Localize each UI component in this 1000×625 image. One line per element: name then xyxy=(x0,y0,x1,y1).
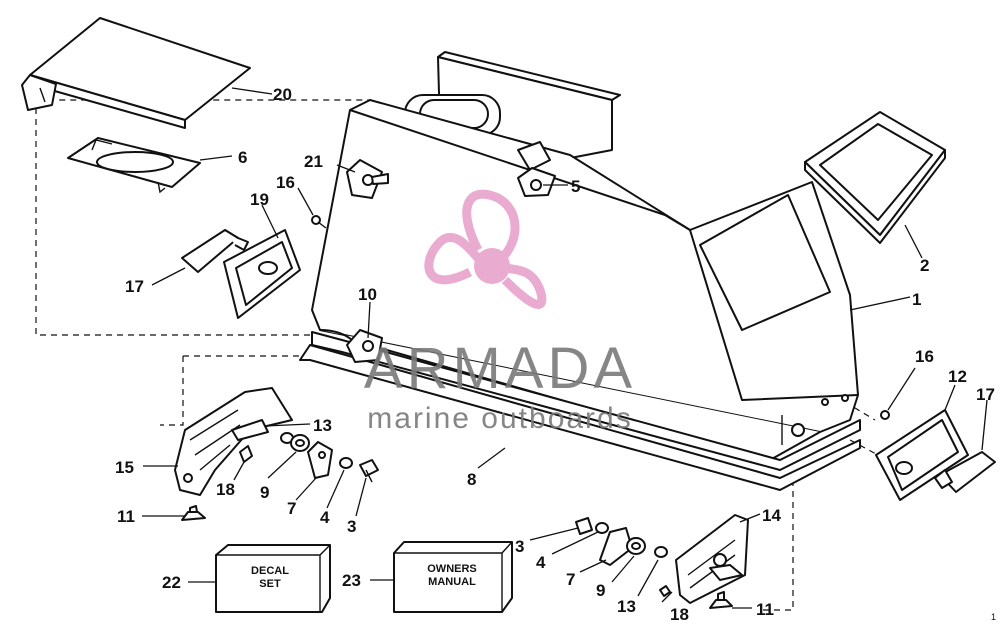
part-1-cowling xyxy=(299,51,861,491)
part-22-decal-set: DECAL SET xyxy=(215,544,331,613)
part-15-bracket xyxy=(174,387,293,496)
watermark-brand: ARMADA xyxy=(364,336,636,401)
callout-7-right: 7 xyxy=(566,570,575,589)
callout-21: 21 xyxy=(304,152,323,171)
callout-13-right: 13 xyxy=(617,597,636,616)
callout-5: 5 xyxy=(571,177,580,196)
callout-18-left: 18 xyxy=(216,480,235,499)
part-10-latch xyxy=(346,329,383,363)
part-17-plug-right xyxy=(934,451,996,493)
part-16-screw-left xyxy=(311,215,327,229)
callout-17-left: 17 xyxy=(125,277,144,296)
hardware-right xyxy=(575,517,733,609)
part-19-grommet-plate xyxy=(223,229,301,319)
callout-22: 22 xyxy=(162,573,181,592)
leader-lines xyxy=(142,87,988,609)
callout-10: 10 xyxy=(358,285,377,304)
callout-12: 12 xyxy=(948,367,967,386)
part-2-window-bezel xyxy=(804,111,946,244)
part-6-frame xyxy=(67,137,201,194)
callout-19: 19 xyxy=(250,190,269,209)
callout-2: 2 xyxy=(920,256,929,275)
part-17-plug-left xyxy=(181,229,249,273)
page-mark: 1 xyxy=(991,612,996,622)
callout-7-left: 7 xyxy=(287,499,296,518)
callout-17-right: 17 xyxy=(976,385,995,404)
callout-9-right: 9 xyxy=(596,581,605,600)
callout-4-left: 4 xyxy=(320,508,330,527)
decal-box-line2: SET xyxy=(259,578,281,590)
callout-13-left: 13 xyxy=(313,416,332,435)
callout-3-right: 3 xyxy=(515,537,524,556)
propeller-logo-icon xyxy=(424,189,547,309)
callout-16-right: 16 xyxy=(915,347,934,366)
callout-3-left: 3 xyxy=(347,517,356,536)
callout-18-right: 18 xyxy=(670,605,689,624)
part-12-grommet-plate xyxy=(875,409,969,501)
manual-box-line1: OWNERS xyxy=(427,563,477,575)
decal-box-line1: DECAL xyxy=(251,565,289,577)
watermark-tagline: marine outboards xyxy=(367,402,632,435)
callout-9-left: 9 xyxy=(260,483,269,502)
part-16-screw-right xyxy=(880,410,890,420)
callout-16-left: 16 xyxy=(276,173,295,192)
part-20-top-cover xyxy=(21,17,251,129)
callout-11-left: 11 xyxy=(117,507,135,526)
callout-labels: 20 6 21 16 19 17 5 2 1 10 16 12 17 13 15… xyxy=(115,85,996,624)
manual-box-line2: MANUAL xyxy=(428,576,476,588)
callout-15: 15 xyxy=(115,458,134,477)
part-14-bracket xyxy=(675,514,749,604)
callout-1: 1 xyxy=(912,290,921,309)
armada-watermark: ARMADA marine outboards xyxy=(364,189,636,435)
part-23-owners-manual: OWNERS MANUAL xyxy=(393,541,513,613)
callout-11-right: 11 xyxy=(756,600,774,619)
callout-8: 8 xyxy=(467,470,476,489)
part-21-latch xyxy=(346,159,389,199)
callout-23: 23 xyxy=(342,571,361,590)
callout-6: 6 xyxy=(238,148,247,167)
callout-14: 14 xyxy=(762,506,781,525)
hardware-left xyxy=(181,432,379,521)
callout-20: 20 xyxy=(273,85,292,104)
callout-4-right: 4 xyxy=(536,553,546,572)
